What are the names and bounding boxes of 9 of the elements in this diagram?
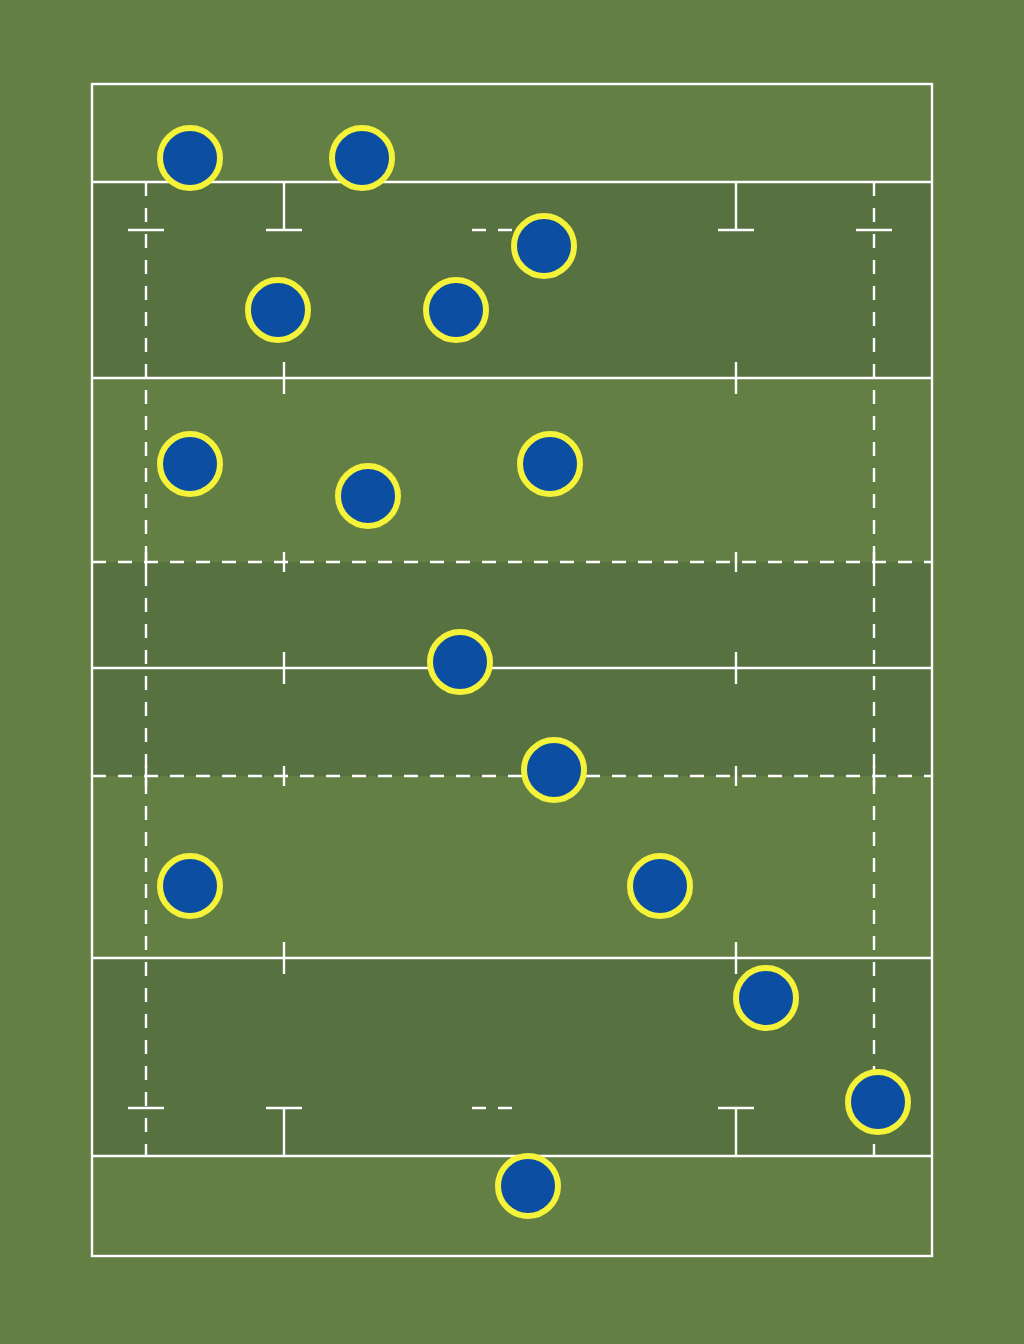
player-marker [521, 737, 587, 803]
player-marker [157, 431, 223, 497]
player-marker [627, 853, 693, 919]
player-marker [157, 125, 223, 191]
player-marker [517, 431, 583, 497]
player-marker [329, 125, 395, 191]
player-marker [495, 1153, 561, 1219]
player-marker [157, 853, 223, 919]
player-marker [335, 463, 401, 529]
